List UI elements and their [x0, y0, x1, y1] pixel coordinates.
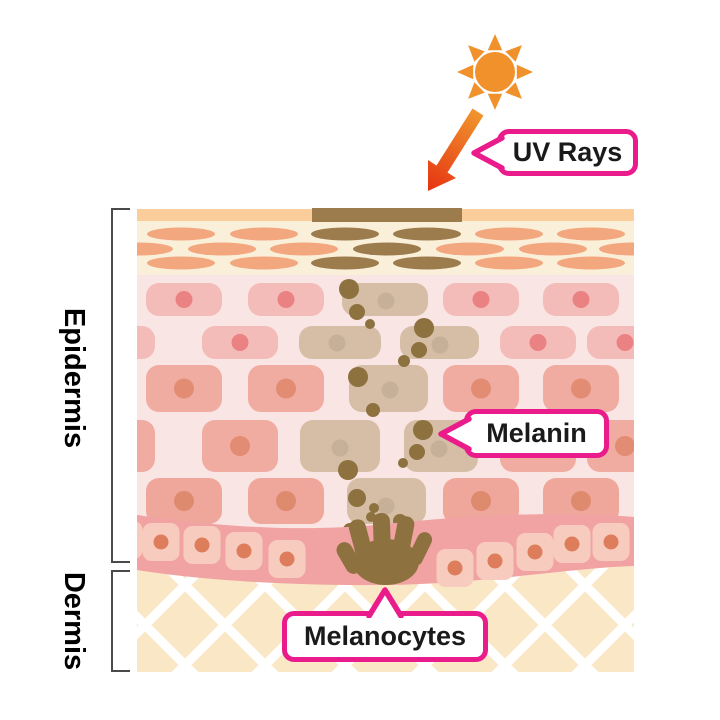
- sun-icon: [457, 34, 533, 110]
- melanocyte-hand-shape: [336, 512, 432, 585]
- epidermis-bracket: [111, 208, 130, 563]
- uv-rays-callout-pointer: [471, 134, 505, 171]
- uv-arrow-icon: [428, 108, 484, 191]
- melanocytes-callout-text: Melanocytes: [303, 621, 467, 651]
- melanin-callout-pointer: [438, 415, 472, 452]
- granular-cells: [137, 227, 634, 270]
- melanin-callout: Melanin: [438, 409, 609, 458]
- uv-rays-callout: UV Rays: [471, 129, 638, 176]
- melanocytes-callout: Melanocytes: [282, 587, 488, 662]
- basal-cells: [137, 521, 630, 587]
- epidermis-label: Epidermis: [58, 307, 90, 449]
- uv-rays-callout-text: UV Rays: [512, 137, 623, 167]
- dermis-label: Dermis: [58, 571, 90, 671]
- dermis-bracket: [111, 570, 130, 672]
- melanocytes-callout-pointer: [366, 587, 404, 618]
- keratinocytes: [137, 283, 634, 524]
- melanin-callout-text: Melanin: [486, 418, 587, 448]
- stratum-corneum: [137, 208, 634, 222]
